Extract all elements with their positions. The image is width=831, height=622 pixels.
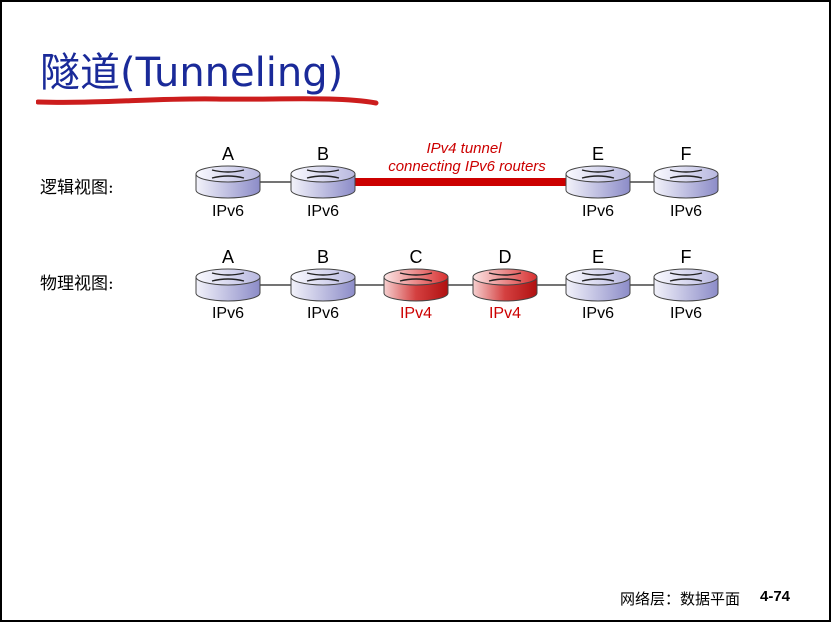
router-name-label: A [222,144,234,164]
router-name-label: B [317,144,329,164]
router-protocol-label: IPv6 [212,305,244,322]
router-name-label: E [592,144,604,164]
router-b-ipv6: B IPv6 [290,247,356,322]
router-f-ipv6: F IPv6 [653,247,719,322]
tunnel-label-line2: connecting IPv6 routers [388,158,546,175]
router-arrows-icon [306,272,340,282]
router-name-label: B [317,247,329,267]
router-d-ipv4: D IPv4 [472,247,538,322]
router-arrows-icon [581,272,615,282]
router-top [653,268,719,286]
router-name-label: A [222,247,234,267]
footer-text: 网络层：数据平面 [620,590,741,608]
router-arrows-icon [669,169,703,179]
router-b-ipv6: B IPv6 [290,144,356,220]
router-top [195,165,261,183]
router-top [290,268,356,286]
router-a-ipv6: A IPv6 [195,144,261,220]
page-number: 4-74 [760,588,791,605]
router-top [290,165,356,183]
router-a-ipv6: A IPv6 [195,247,261,322]
logical-routers: A IPv6 B IPv6 E IPv6 F IPv6 [195,144,719,220]
router-protocol-label: IPv6 [582,203,614,220]
router-protocol-label: IPv6 [212,203,244,220]
router-arrows-icon [669,272,703,282]
slide-title: 隧道(Tunneling) [40,50,344,96]
router-top [565,268,631,286]
router-top [565,165,631,183]
tunnel-label-line1: IPv4 tunnel [426,140,502,157]
router-arrows-icon [211,272,245,282]
router-name-label: C [410,247,423,267]
router-c-ipv4: C IPv4 [383,247,449,322]
tunneling-diagram: IPv4 tunnel connecting IPv6 routers A IPv… [195,140,719,322]
title-underline [36,96,379,106]
router-e-ipv6: E IPv6 [565,144,631,220]
router-top [472,268,538,286]
router-arrows-icon [488,272,522,282]
router-protocol-label: IPv4 [400,305,432,322]
logical-view-label: 逻辑视图: [40,178,114,198]
router-protocol-label: IPv6 [307,305,339,322]
router-top [383,268,449,286]
router-name-label: E [592,247,604,267]
physical-view-label: 物理视图: [40,274,114,294]
router-protocol-label: IPv6 [582,305,614,322]
router-e-ipv6: E IPv6 [565,247,631,322]
router-f-ipv6: F IPv6 [653,144,719,220]
router-arrows-icon [581,169,615,179]
physical-routers: A IPv6 B IPv6 C IPv4 D IPv4 E IPv6 F IPv6 [195,247,719,322]
router-name-label: F [681,247,692,267]
router-arrows-icon [306,169,340,179]
router-protocol-label: IPv6 [307,203,339,220]
router-name-label: D [499,247,512,267]
router-top [653,165,719,183]
router-name-label: F [681,144,692,164]
router-top [195,268,261,286]
router-arrows-icon [211,169,245,179]
router-protocol-label: IPv4 [489,305,521,322]
router-protocol-label: IPv6 [670,305,702,322]
router-protocol-label: IPv6 [670,203,702,220]
router-arrows-icon [399,272,433,282]
